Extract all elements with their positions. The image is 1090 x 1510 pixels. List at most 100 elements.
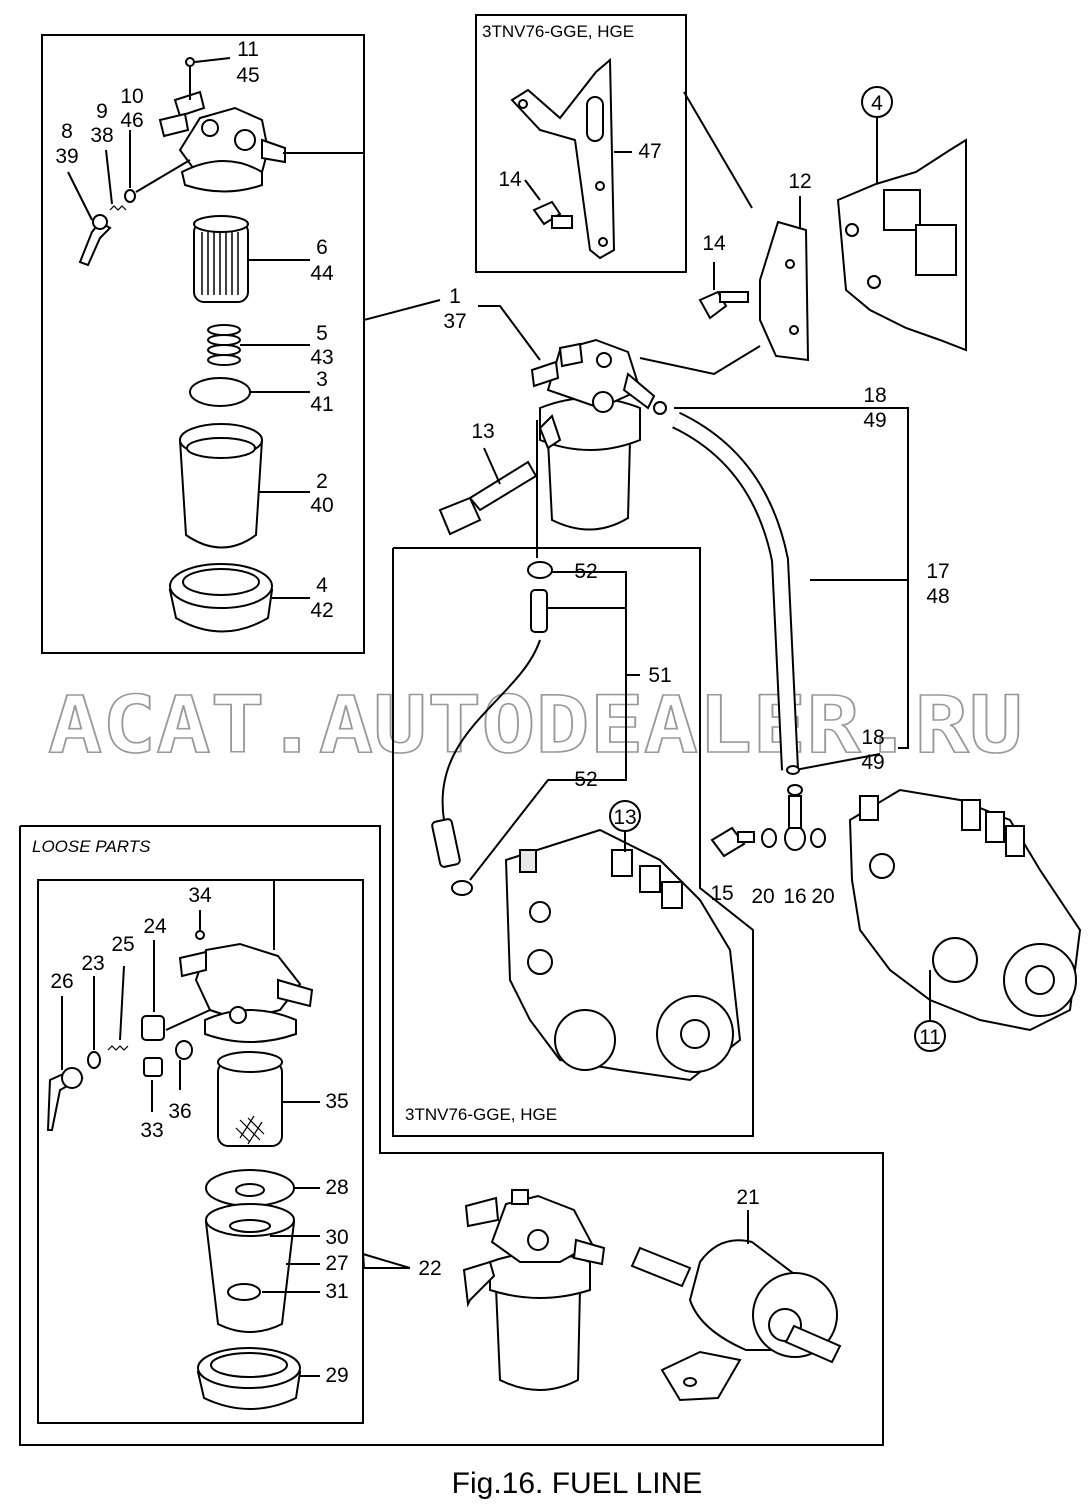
label-10: 10 bbox=[120, 85, 143, 108]
label-43: 43 bbox=[310, 346, 333, 369]
filter-exploded-frame bbox=[41, 34, 365, 654]
label-22: 22 bbox=[418, 1257, 441, 1280]
loose-part-23-oring bbox=[87, 976, 101, 1069]
loose-part-33 bbox=[143, 1057, 163, 1112]
label-45: 45 bbox=[236, 64, 259, 87]
injection-pump-variant: 13 bbox=[504, 800, 742, 1082]
pipe-variant-label: 3TNV76-GGE, HGE bbox=[405, 1105, 557, 1124]
label-4a: 4 bbox=[316, 574, 328, 597]
label-9: 9 bbox=[96, 100, 108, 123]
label-48: 48 bbox=[926, 585, 949, 608]
oring-part-3 bbox=[189, 377, 310, 407]
label-20a: 20 bbox=[751, 885, 774, 908]
cock-lever-part-8 bbox=[67, 171, 112, 267]
loose-part-25-spring bbox=[107, 965, 129, 1051]
clip-part-52-top bbox=[527, 561, 553, 579]
label-3: 3 bbox=[316, 368, 328, 391]
loose-filter-head bbox=[178, 880, 314, 1043]
loose-part-26-lever bbox=[46, 996, 84, 1131]
label-49b: 49 bbox=[861, 751, 884, 774]
label-40: 40 bbox=[310, 494, 333, 517]
bolt-part-14 bbox=[698, 262, 749, 320]
bolt-part-13 bbox=[438, 447, 538, 536]
label-52a: 52 bbox=[574, 560, 597, 583]
leader-22-a bbox=[362, 1251, 410, 1269]
label-39: 39 bbox=[55, 145, 78, 168]
label-37: 37 bbox=[443, 310, 466, 333]
label-35: 35 bbox=[325, 1090, 348, 1113]
label-49a: 49 bbox=[863, 409, 886, 432]
label-11: 11 bbox=[237, 38, 259, 61]
pipe-part-51 bbox=[431, 589, 548, 868]
leader-22-b bbox=[362, 1253, 411, 1269]
label-34: 34 bbox=[188, 884, 212, 907]
washer-part-20a bbox=[761, 828, 777, 848]
bracket-variant-frame: 3TNV76-GGE, HGE bbox=[475, 14, 687, 273]
loose-parts-frame: LOOSE PARTS bbox=[19, 825, 884, 1446]
label-27: 27 bbox=[325, 1252, 348, 1275]
clip-part-52-bottom bbox=[451, 880, 473, 896]
label-17: 17 bbox=[926, 560, 949, 583]
label-14a: 14 bbox=[498, 168, 522, 191]
loose-part-27-cup bbox=[204, 1203, 320, 1333]
label-8: 8 bbox=[61, 120, 73, 143]
loose-part-24 bbox=[141, 940, 211, 1041]
washer-part-20b bbox=[810, 828, 826, 848]
leader-lines bbox=[283, 152, 909, 881]
oring-part-10 bbox=[124, 130, 191, 203]
label-47: 47 bbox=[638, 140, 661, 163]
hose-part-17 bbox=[672, 411, 800, 775]
label-46: 46 bbox=[120, 109, 143, 132]
label-1: 1 bbox=[449, 285, 461, 308]
label-5: 5 bbox=[316, 322, 328, 345]
loose-part-35-element bbox=[217, 1051, 320, 1147]
cup-part-2 bbox=[178, 423, 310, 549]
label-13: 13 bbox=[471, 420, 494, 443]
label-29: 29 bbox=[325, 1364, 348, 1387]
loose-parts-label: LOOSE PARTS bbox=[32, 837, 151, 856]
label-15: 15 bbox=[710, 882, 733, 905]
label-12: 12 bbox=[788, 170, 811, 193]
label-28: 28 bbox=[325, 1176, 348, 1199]
label-25: 25 bbox=[111, 933, 134, 956]
figure-caption: Fig.16. FUEL LINE bbox=[452, 1467, 703, 1500]
element-part-6 bbox=[193, 215, 310, 303]
label-20b: 20 bbox=[811, 885, 834, 908]
loose-part-36-washer bbox=[175, 1040, 193, 1090]
part-number-labels: 11 45 10 46 9 38 8 39 6 4 4 5 43 3 41 2 4… bbox=[50, 38, 949, 1387]
label-33: 33 bbox=[140, 1119, 163, 1142]
bolt-part-15 bbox=[710, 826, 755, 858]
filter-head-exploded bbox=[158, 57, 286, 193]
bracket-part-47 bbox=[510, 57, 632, 260]
inline-filter-part-21 bbox=[630, 1210, 842, 1402]
label-41: 41 bbox=[310, 393, 333, 416]
loose-part-29-ringnut bbox=[196, 1347, 320, 1410]
loose-filter-assembly-part-22 bbox=[462, 1189, 606, 1391]
label-30: 30 bbox=[325, 1226, 348, 1249]
label-42: 42 bbox=[310, 599, 333, 622]
bolt-part-14-variant bbox=[524, 179, 573, 229]
bolt-part-11 bbox=[194, 57, 231, 63]
spring-part-5 bbox=[207, 324, 310, 366]
ring-nut-part-4 bbox=[168, 563, 310, 633]
loose-filter-subframe bbox=[37, 879, 364, 1424]
label-16: 16 bbox=[783, 885, 806, 908]
watermark-text: ACAT.AUTODEALER.RU bbox=[48, 681, 1023, 771]
filter-assembly-part-1 bbox=[530, 338, 667, 531]
label-2: 2 bbox=[316, 470, 328, 493]
callout-11-pump: 11 bbox=[919, 1026, 941, 1049]
label-6: 6 bbox=[316, 236, 328, 259]
engine-block-part-4: 4 bbox=[836, 86, 967, 352]
callout-4-engine: 4 bbox=[871, 92, 883, 115]
callout-13-pump: 13 bbox=[613, 806, 636, 829]
label-23: 23 bbox=[81, 952, 104, 975]
label-52b: 52 bbox=[574, 768, 597, 791]
bracket-part-12 bbox=[759, 196, 810, 362]
label-51: 51 bbox=[648, 664, 671, 687]
label-14b: 14 bbox=[702, 232, 726, 255]
label-38: 38 bbox=[90, 124, 113, 147]
spring-part-9 bbox=[105, 149, 127, 211]
label-18a: 18 bbox=[863, 384, 886, 407]
label-31: 31 bbox=[325, 1280, 348, 1303]
